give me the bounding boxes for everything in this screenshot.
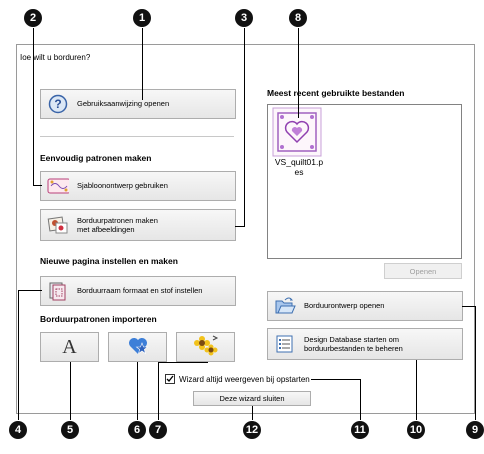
close-wizard-button[interactable]: Deze wizard sluiten (193, 391, 311, 406)
folder-open-icon (274, 296, 296, 316)
callout-leader (252, 406, 253, 420)
callout-4: 4 (9, 421, 27, 439)
database-list-icon (274, 334, 296, 354)
import-pattern-button[interactable] (108, 332, 167, 362)
hoop-size-button[interactable]: Borduurraam formaat en stof instellen (40, 276, 236, 306)
callout-leader (33, 28, 34, 185)
easy-patterns-heading: Eenvoudig patronen maken (40, 153, 152, 163)
show-wizard-label: Wizard altijd weergeven bij opstarten (179, 374, 310, 384)
template-icon (47, 176, 69, 196)
user-manual-label: Gebruiksaanwijzing openen (77, 99, 170, 109)
callout-leader (18, 290, 42, 291)
photo-icon (47, 215, 69, 235)
callout-12: 12 (243, 421, 261, 439)
callout-3: 3 (235, 9, 253, 27)
create-from-images-label-2: met afbeeldingen (77, 225, 135, 234)
create-from-images-label-1: Borduurpatronen maken (77, 215, 158, 225)
callout-5: 5 (61, 421, 79, 439)
recent-files-heading: Meest recent gebruikte bestanden (267, 88, 405, 98)
callout-leader (158, 362, 208, 363)
design-database-label-2: borduurbestanden te beheren (304, 344, 403, 353)
hoop-icon (47, 281, 69, 301)
new-page-heading: Nieuwe pagina instellen en maken (40, 256, 178, 266)
show-wizard-checkbox[interactable] (165, 374, 175, 384)
recent-file-name: VS_quilt01.p es (270, 157, 328, 177)
recent-file-name-2: es (294, 167, 304, 178)
divider (40, 136, 234, 137)
callout-leader (360, 379, 361, 420)
callout-leader (33, 185, 42, 186)
design-database-label-1: Design Database starten om (304, 334, 400, 344)
open-design-label: Borduurontwerp openen (304, 301, 385, 311)
import-image-button[interactable] (176, 332, 235, 362)
svg-text:?: ? (54, 97, 61, 111)
callout-leader (142, 28, 143, 100)
callout-8: 8 (289, 9, 307, 27)
callout-leader (158, 362, 159, 420)
show-wizard-option[interactable]: Wizard altijd weergeven bij opstarten (165, 374, 310, 384)
open-design-button[interactable]: Borduurontwerp openen (267, 291, 463, 321)
callout-10: 10 (407, 421, 425, 439)
help-icon: ? (47, 94, 69, 114)
sunflower-icon (193, 334, 219, 360)
callout-6: 6 (128, 421, 146, 439)
open-recent-button[interactable]: Openen (384, 263, 462, 279)
font-icon: A (62, 335, 77, 358)
user-manual-button[interactable]: ? Gebruiksaanwijzing openen (40, 89, 236, 119)
create-from-images-button[interactable]: Borduurpatronen maken met afbeeldingen (40, 209, 236, 241)
recent-files-list[interactable]: VS_quilt01.p es (267, 104, 462, 259)
recent-file-thumbnail[interactable] (272, 107, 336, 157)
callout-7: 7 (149, 421, 167, 439)
callout-1: 1 (133, 9, 151, 27)
template-design-label: Sjabloonontwerp gebruiken (77, 181, 168, 191)
callout-leader (475, 306, 476, 420)
heart-star-icon (126, 335, 150, 359)
callout-leader (18, 290, 19, 420)
callout-leader (416, 360, 417, 420)
import-font-button[interactable]: A (40, 332, 99, 362)
callout-leader (244, 28, 245, 226)
callout-leader (137, 362, 138, 420)
import-heading: Borduurpatronen importeren (40, 314, 157, 324)
design-database-button[interactable]: Design Database starten om borduurbestan… (267, 328, 463, 360)
callout-leader (311, 379, 361, 380)
callout-2: 2 (24, 9, 42, 27)
template-design-button[interactable]: Sjabloonontwerp gebruiken (40, 171, 236, 201)
callout-leader (70, 362, 71, 420)
callout-11: 11 (351, 421, 369, 439)
callout-leader (298, 28, 299, 118)
callout-leader (462, 306, 476, 307)
callout-9: 9 (466, 421, 484, 439)
hoop-size-label: Borduurraam formaat en stof instellen (77, 286, 203, 296)
recent-file-name-1: VS_quilt01.p (274, 157, 324, 167)
callout-leader (235, 226, 245, 227)
dialog-title: Ioe wilt u borduren? (20, 53, 91, 62)
